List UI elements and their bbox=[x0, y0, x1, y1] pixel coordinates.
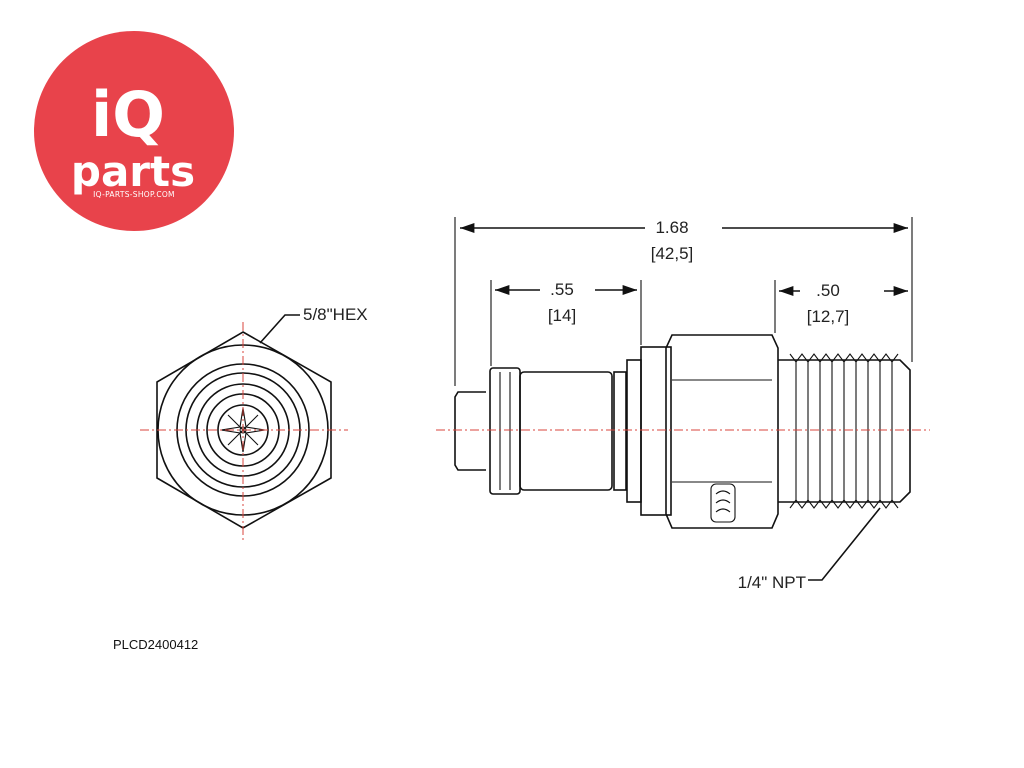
groove-collar bbox=[489, 367, 521, 495]
iq-parts-logo: iQ parts IQ-PARTS-SHOP.COM bbox=[34, 31, 234, 231]
dim-50-mm: [12,7] bbox=[807, 307, 850, 326]
dimensions: 1.68 [42,5] .55 [14] .50 [12,7] 1/4" NPT bbox=[454, 217, 913, 592]
dim-50-inch: .50 bbox=[816, 281, 840, 300]
end-view: 5/8"HEX bbox=[140, 305, 368, 540]
dim-overall-inch: 1.68 bbox=[655, 218, 688, 237]
logo-line2: parts bbox=[71, 147, 195, 196]
logo-circle bbox=[34, 31, 234, 231]
nose-section bbox=[454, 391, 486, 471]
hex-collar-step bbox=[640, 346, 672, 516]
coupling-body bbox=[519, 371, 613, 491]
body-flange bbox=[613, 371, 627, 491]
hex-collar bbox=[626, 359, 642, 503]
hex-leader bbox=[259, 314, 300, 344]
logo-line1: iQ bbox=[91, 78, 165, 151]
npt-leader bbox=[808, 507, 881, 581]
hex-logo-mark bbox=[710, 483, 736, 523]
thread-lines bbox=[795, 362, 893, 500]
dim-55-inch: .55 bbox=[550, 280, 574, 299]
hex-body bbox=[665, 334, 779, 529]
logo-url: IQ-PARTS-SHOP.COM bbox=[93, 190, 175, 199]
hex-label: 5/8"HEX bbox=[303, 305, 368, 324]
npt-label: 1/4" NPT bbox=[738, 573, 806, 592]
dim-55-mm: [14] bbox=[548, 306, 576, 325]
part-number: PLCD2400412 bbox=[113, 637, 199, 652]
npt-thread-body bbox=[778, 359, 911, 503]
dim-overall-mm: [42,5] bbox=[651, 244, 694, 263]
side-view bbox=[436, 334, 930, 529]
